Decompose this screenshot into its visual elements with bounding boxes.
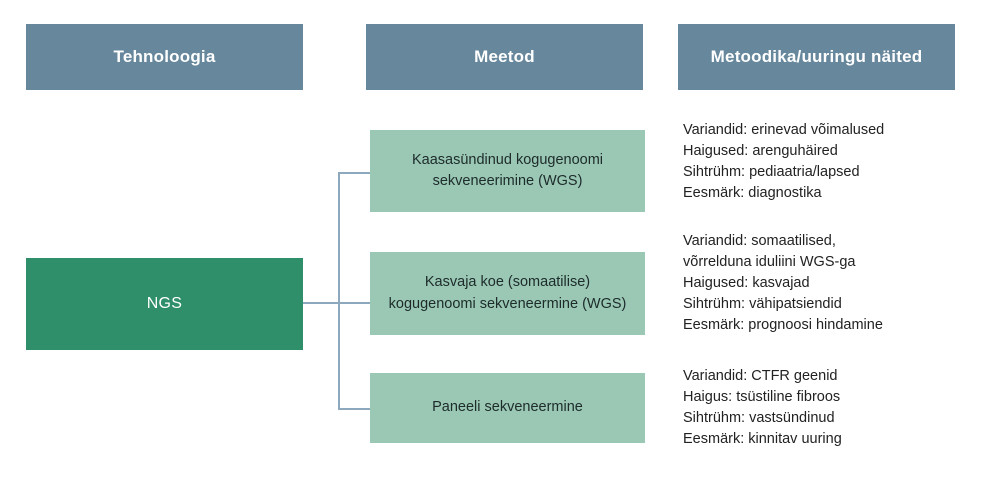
examples-text-method-2: Variandid: CTFR geenid Haigus: tsüstilin…	[683, 368, 842, 447]
examples-text-method-0: Variandid: erinevad võimalused Haigused:…	[683, 122, 885, 201]
node-method-panel-sequencing: Paneeli sekveneermine	[370, 373, 645, 443]
column-header-technology: Tehnoloogia	[26, 24, 303, 90]
column-header-method: Meetod	[366, 24, 643, 90]
connector-branch-method-2	[338, 408, 371, 410]
node-method-wgs-germline: Kaasasündinud kogugenoomi sekveneerimine…	[370, 130, 645, 212]
connector-branch-method-1	[338, 302, 371, 304]
connector-branch-method-0	[338, 172, 371, 174]
node-technology-ngs: NGS	[26, 258, 303, 350]
connector-root-stem	[303, 302, 340, 304]
connector-vertical-trunk	[338, 172, 340, 410]
examples-text-method-1: Variandid: somaatilised, võrrelduna idul…	[683, 233, 883, 333]
column-header-examples: Metoodika/uuringu näited	[678, 24, 955, 90]
node-method-wgs-somatic: Kasvaja koe (somaatilise) kogugenoomi se…	[370, 252, 645, 335]
